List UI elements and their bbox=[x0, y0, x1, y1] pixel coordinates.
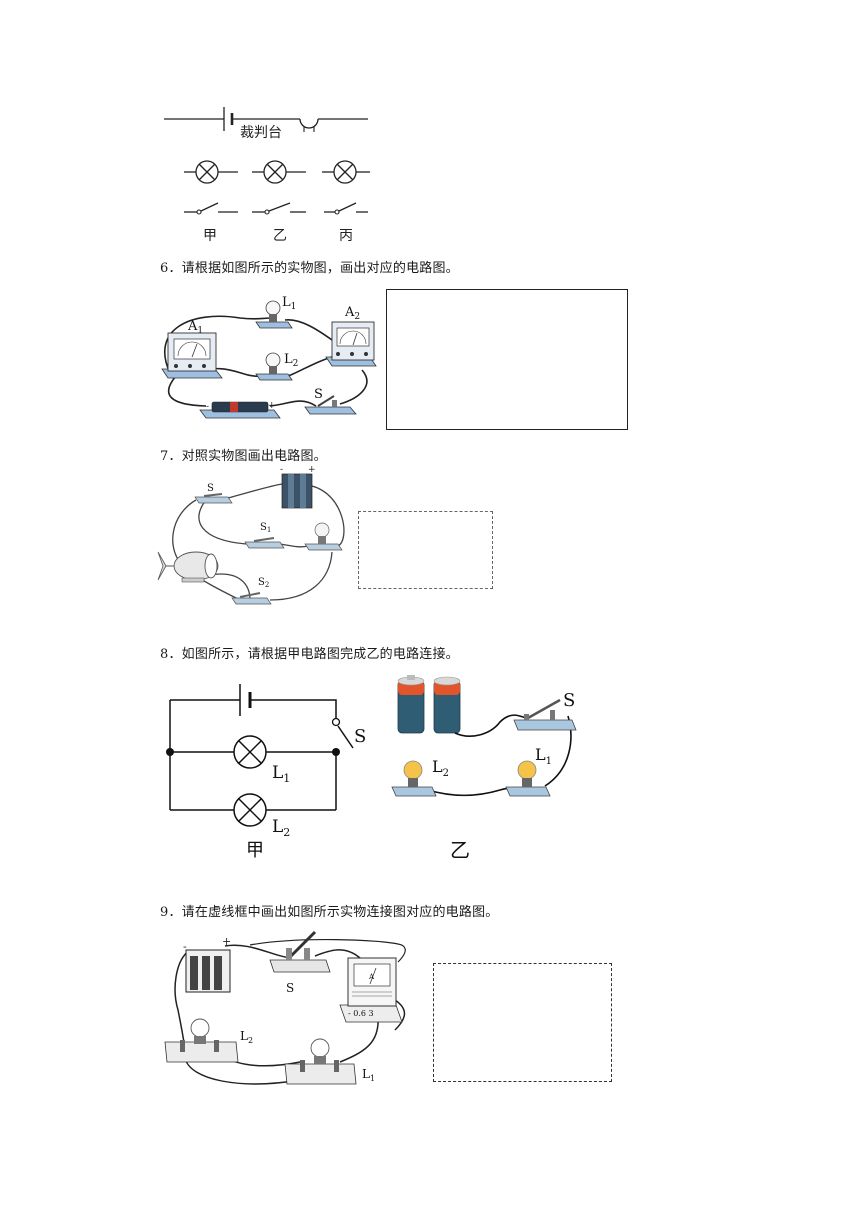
switch-symbol-jia bbox=[184, 202, 238, 215]
lamp-symbol-bing bbox=[322, 160, 370, 184]
svg-text:L1: L1 bbox=[282, 295, 296, 312]
figure-5-circuit-symbols: 裁判台 甲 乙 丙 bbox=[164, 107, 370, 244]
figure-9-physical-circuit: - + S A - 0.6 3 L2 L1 bbox=[164, 930, 406, 1085]
figure-7-physical-circuit: S - + S1 S2 bbox=[157, 465, 345, 605]
svg-text:+: + bbox=[222, 935, 231, 948]
svg-text:S1: S1 bbox=[260, 522, 271, 534]
lamp-l2-8 bbox=[391, 760, 437, 797]
battery-6: - + bbox=[199, 401, 281, 419]
lamp-l2 bbox=[255, 352, 293, 381]
svg-text:-: - bbox=[206, 402, 209, 412]
battery-box-9: - + bbox=[183, 935, 231, 993]
referee-label: 裁判台 bbox=[240, 125, 282, 141]
switch-symbol-yi bbox=[252, 202, 306, 215]
lamp-7 bbox=[304, 522, 343, 551]
svg-text:L2: L2 bbox=[240, 1029, 253, 1045]
q7-answer-box[interactable] bbox=[358, 511, 493, 589]
svg-text:S2: S2 bbox=[258, 577, 269, 589]
switch-s-7 bbox=[194, 493, 233, 504]
question-7-text: 7．对照实物图画出电路图。 bbox=[160, 449, 327, 464]
label-yi: 乙 bbox=[273, 228, 287, 244]
question-9-text: 9．请在虚线框中画出如图所示实物连接图对应的电路图。 bbox=[160, 905, 499, 920]
svg-text:- 0.6 3: - 0.6 3 bbox=[348, 1009, 374, 1018]
lamp-symbol-yi bbox=[252, 160, 306, 184]
svg-text:-: - bbox=[280, 465, 283, 475]
svg-text:-: - bbox=[183, 940, 187, 953]
figure-6-physical-circuit: A1 A2 L1 L2 - + S bbox=[161, 295, 377, 419]
q6-answer-box[interactable] bbox=[386, 289, 628, 430]
svg-text:S: S bbox=[354, 726, 366, 747]
switch-s-9 bbox=[269, 930, 331, 973]
battery-cell-left bbox=[397, 675, 425, 734]
lamp-symbol-jia bbox=[184, 160, 238, 184]
switch-s-8 bbox=[513, 698, 577, 731]
question-6-text: 6．请根据如图所示的实物图，画出对应的电路图。 bbox=[160, 261, 459, 276]
question-8-text: 8．如图所示，请根据甲电路图完成乙的电路连接。 bbox=[160, 647, 459, 662]
svg-text:+: + bbox=[268, 401, 276, 411]
switch-symbol-bing bbox=[324, 202, 368, 215]
svg-text:L1: L1 bbox=[362, 1067, 375, 1083]
switch-s2-7 bbox=[231, 592, 272, 605]
label-jia-8: 甲 bbox=[246, 840, 264, 861]
svg-text:A1: A1 bbox=[187, 319, 203, 336]
svg-text:A2: A2 bbox=[344, 305, 360, 322]
svg-text:S: S bbox=[286, 981, 294, 995]
lamp-l1-9 bbox=[284, 1038, 357, 1085]
motor-fan-7 bbox=[157, 551, 219, 583]
battery-cell-right bbox=[433, 676, 461, 734]
figure-8-physical-circuit-yi: S L1 L2 乙 bbox=[391, 675, 577, 862]
svg-text:S: S bbox=[314, 387, 323, 402]
label-jia: 甲 bbox=[203, 228, 217, 244]
svg-text:L2: L2 bbox=[284, 352, 298, 369]
ammeter-a1 bbox=[161, 332, 223, 379]
label-bing: 丙 bbox=[339, 228, 353, 244]
svg-text:A: A bbox=[368, 973, 375, 981]
figure-8-circuit-diagram-jia: S L1 L2 甲 bbox=[166, 684, 366, 861]
label-yi-8: 乙 bbox=[450, 838, 470, 862]
lamp-l1 bbox=[255, 300, 293, 329]
svg-text:L1: L1 bbox=[272, 763, 290, 785]
ammeter-a2 bbox=[325, 321, 377, 367]
lamp-l1-8 bbox=[505, 760, 551, 797]
svg-text:+: + bbox=[308, 465, 316, 475]
q9-answer-box[interactable] bbox=[433, 963, 612, 1082]
lamp-l2-9 bbox=[164, 1018, 239, 1063]
switch-s-6 bbox=[304, 395, 357, 415]
battery-pack-7: - + bbox=[280, 465, 316, 509]
svg-text:S: S bbox=[563, 690, 575, 711]
svg-text:L1: L1 bbox=[535, 745, 552, 767]
switch-s1-7 bbox=[244, 537, 285, 549]
svg-text:L2: L2 bbox=[432, 757, 449, 779]
svg-text:S: S bbox=[207, 483, 214, 494]
svg-text:L2: L2 bbox=[272, 817, 290, 839]
ammeter-9 bbox=[339, 957, 403, 1023]
